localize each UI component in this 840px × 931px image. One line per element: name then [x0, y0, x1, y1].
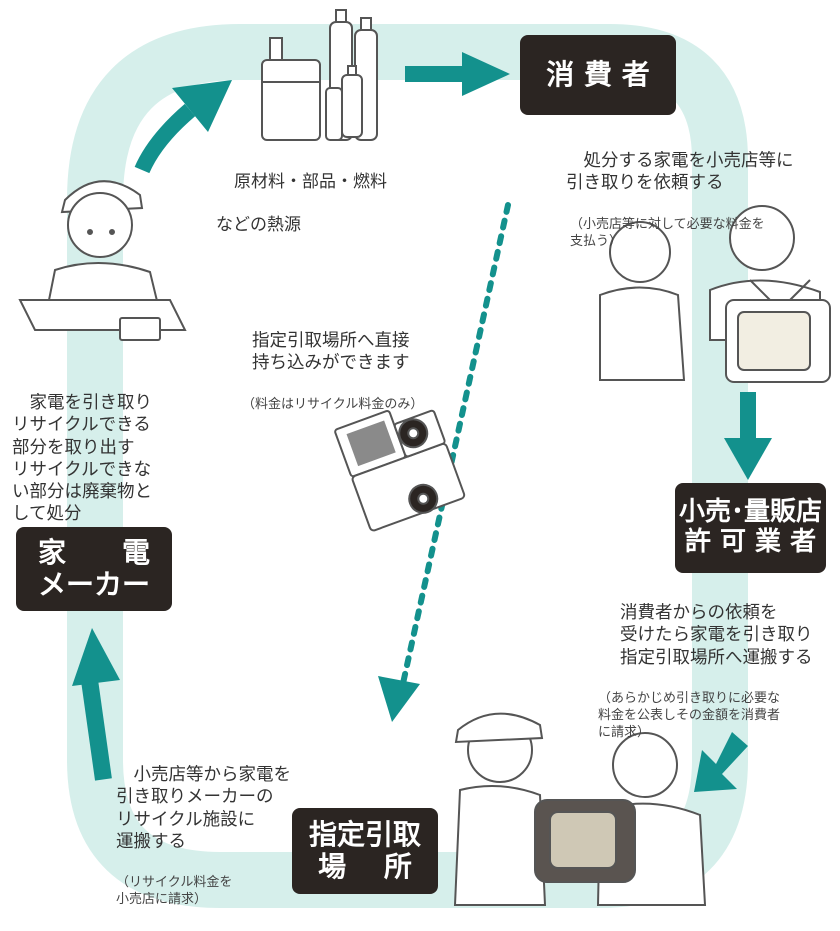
site-note: 小売店等から家電を 引き取りメーカーの リサイクル施設に 運搬する （リサイクル… — [116, 742, 291, 931]
site-note-sub: （リサイクル料金を 小売店に請求） — [116, 875, 233, 908]
maker-note-main: 家電を引き取り リサイクルできる 部分を取り出す リサイクルできな い部分は廃棄… — [12, 393, 152, 525]
site-label-line2: 場 所 — [318, 850, 412, 883]
maker-note: 家電を引き取り リサイクルできる 部分を取り出す リサイクルできな い部分は廃棄… — [12, 370, 152, 548]
worker-icon — [18, 180, 187, 341]
handover-icon — [453, 712, 707, 906]
retailer-note-main: 消費者からの依頼を 受けたら家電を引き取り 指定引取場所へ運搬する — [620, 603, 813, 668]
direct-note-main: 指定引取場所へ直接 持ち込みができます — [252, 331, 410, 374]
materials-line2: などの熱源 — [216, 214, 301, 235]
direct-delivery-arrow — [378, 202, 511, 722]
consumer-box: 消 費 者 — [520, 35, 676, 115]
maker-label-line2: メーカー — [37, 568, 150, 601]
tv-icon — [725, 279, 831, 383]
retailer-label-line2: 許 可 業 者 — [684, 527, 817, 557]
direct-note: 指定引取場所へ直接 持ち込みができます （料金はリサイクル料金のみ） — [242, 308, 423, 436]
cycle-loop — [67, 24, 748, 908]
retailer-note-sub: （あらかじめ引き取りに必要な 料金を公表しその金額を消費者 に請求） — [598, 691, 781, 740]
site-label-line1: 指定引取 — [308, 817, 421, 851]
consumer-note: 処分する家電を小売店等に 引き取りを依頼する （小売店等に対して必要な料金を 支… — [566, 128, 794, 273]
arrow-to-site — [694, 732, 748, 792]
consumer-note-sub: （小売店等に対して必要な料金を 支払う） — [570, 216, 765, 249]
direct-note-sub: （料金はリサイクル料金のみ） — [242, 396, 424, 412]
retailer-box: 小売･量販店 許 可 業 者 — [675, 483, 826, 573]
site-box: 指定引取 場 所 — [292, 808, 438, 894]
arrow-to-materials — [134, 80, 232, 174]
materials-note: 原材料・部品・燃料 などの熱源 — [216, 150, 387, 258]
materials-line1: 原材料・部品・燃料 — [234, 171, 387, 192]
consumer-note-main: 処分する家電を小売店等に 引き取りを依頼する — [566, 151, 794, 194]
retailer-note: 消費者からの依頼を 受けたら家電を引き取り 指定引取場所へ運搬する （あらかじめ… — [598, 580, 813, 764]
site-note-main: 小売店等から家電を 引き取りメーカーの リサイクル施設に 運搬する — [116, 765, 291, 852]
maker-box: 家 電 メーカー — [16, 527, 172, 611]
consumer-label: 消 費 者 — [546, 57, 650, 91]
arrow-to-retailer — [724, 392, 772, 480]
truck-icon — [334, 409, 466, 532]
arrow-to-consumer — [405, 52, 510, 96]
arrow-to-maker — [72, 628, 120, 781]
maker-label-line1: 家 電 — [37, 535, 150, 569]
retailer-label-line1: 小売･量販店 — [678, 497, 822, 528]
bottles-icon — [261, 9, 378, 141]
